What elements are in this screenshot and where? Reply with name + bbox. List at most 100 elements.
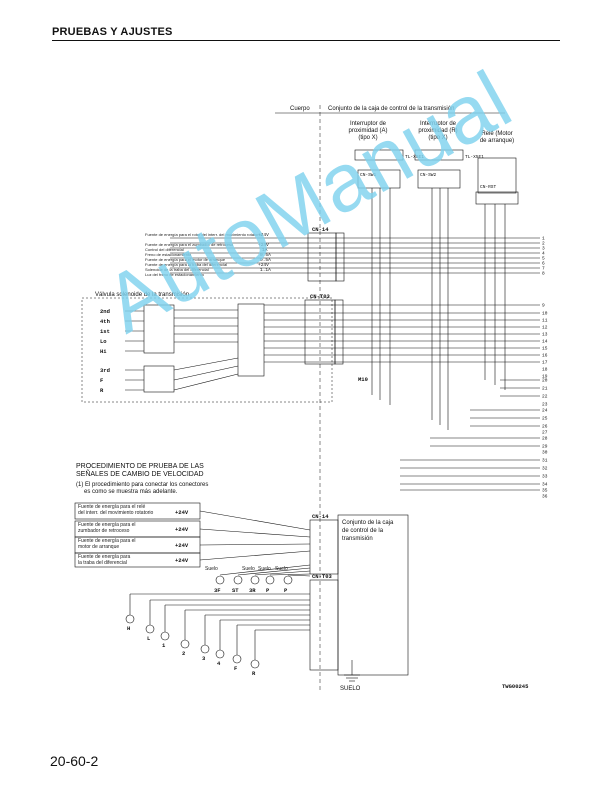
terminal-number: 17 (542, 360, 548, 366)
terminal-number: 25 (542, 416, 548, 422)
header-rule (52, 40, 560, 41)
cnt03-proc-label: CN-T03 (312, 573, 333, 580)
figure-code: TWG00245 (502, 683, 529, 690)
input-label-1: Fuente de energía para el zumbador de re… (145, 242, 234, 247)
procedure-note-2: es como se muestra más adelante. (84, 489, 178, 495)
terminal-number: 2 (542, 241, 545, 247)
terminal-number: 14 (542, 339, 548, 345)
m10-label: M10 (358, 376, 368, 383)
terminal-number: 4 (542, 251, 545, 257)
terminal-number: 1 (542, 236, 545, 242)
lamp-bottom-6: F (234, 665, 237, 672)
cnsw2-label: CN-SW2 (420, 172, 437, 178)
gear-lo: Lo (100, 338, 107, 345)
terminal-number: 9 (542, 303, 545, 309)
procedure-note-1: (1) El procedimiento para conectar los c… (76, 482, 208, 488)
input-label-4: Fuente de energía para el motor de arran… (145, 257, 226, 262)
cnsw1-label: CN-SW1 (360, 172, 377, 178)
input-volt-0: +24V (258, 232, 269, 238)
terminal-number: 32 (542, 466, 548, 472)
source-0-l1: Fuente de energía para el relé (78, 504, 145, 510)
page-number: 20-60-2 (50, 753, 99, 769)
input-label-2: Control del diferencial (145, 247, 184, 252)
cn14-proc-label: CN-14 (312, 513, 329, 520)
cnrst-label: CN-RST (480, 184, 497, 190)
procedure-title-2: SEÑALES DE CAMBIO DE VELOCIDAD (76, 469, 204, 478)
lamp-top-2: 3R (249, 587, 256, 594)
terminal-number: 5 (542, 256, 545, 262)
source-1-l2: zumbador de retroceso (78, 528, 130, 534)
valve-title: Válvula solenoide de la transmisión (95, 292, 189, 298)
source-2-l2: motor de arranque (78, 544, 119, 550)
source-2-volt: +24V (175, 542, 189, 549)
terminal-number: 18 (542, 367, 548, 373)
input-volt-1: +24V (258, 242, 269, 248)
switch-r-label-3: (tipo X) (428, 135, 447, 141)
control-box-1: Conjunto de la caja (342, 520, 394, 526)
terminal-number: 11 (542, 318, 548, 324)
source-3-l2: la traba del diferencial (78, 560, 127, 566)
input-label-6: Solenoide de la traba del diferencial (145, 267, 209, 272)
suelo-ground: SUELO (340, 686, 361, 692)
terminal-number: 29 (542, 444, 548, 450)
switch-a-label-2: proximidad (A) (348, 128, 387, 134)
terminal-number: 15 (542, 346, 548, 352)
input-label-3: Freno de estacionamiento (145, 252, 192, 257)
terminal-number: 21 (542, 386, 548, 392)
input-label-7: Luz del freno de estacionamiento (145, 272, 205, 277)
switch-a-part: TL-X5E1 (405, 154, 424, 160)
switch-a-label-1: Interruptor de (350, 121, 387, 127)
lamp-top-4: P (284, 587, 288, 594)
control-box-2: de control de la (342, 528, 384, 534)
terminal-number: 33 (542, 474, 548, 480)
switch-r-label-1: Interruptor de (420, 121, 457, 127)
input-volt-3: 0.5A (260, 252, 271, 258)
source-0-volt: +24V (175, 509, 189, 516)
suelo-2: Suelo (242, 566, 255, 572)
lamp-bottom-3: 2 (182, 650, 185, 657)
gear-hi: Hi (100, 348, 107, 355)
terminal-number: 3 (542, 246, 545, 252)
lamp-bottom-1: L (147, 635, 151, 642)
cn14-top-label: CN-14 (312, 226, 329, 233)
gear-3rd: 3rd (100, 367, 110, 374)
lamp-bottom-5: 4 (217, 660, 221, 667)
input-label-5: Fuente de energía para la traba del dife… (145, 262, 227, 267)
input-volt-5: +24V (258, 262, 269, 268)
terminal-numbers: 1234567891011121314151617181920212223242… (542, 236, 548, 500)
cnt03-top-label: CN-T03 (310, 293, 331, 300)
cuerpo-label: Cuerpo (290, 106, 310, 112)
lamp-top-0: 3F (214, 587, 221, 594)
lamp-top-1: ST (232, 587, 239, 594)
conjunto-label: Conjunto de la caja de control de la tra… (328, 106, 454, 112)
suelo-4: Suelo (275, 566, 288, 572)
gear-2nd: 2nd (100, 308, 110, 315)
input-volt-4: 0.5A (260, 257, 271, 263)
suelo-3: Suelo (258, 566, 271, 572)
gear-f: F (100, 377, 103, 384)
terminal-number: 26 (542, 424, 548, 430)
source-3-l1: Fuente de energía para (78, 554, 130, 560)
terminal-number: 30 (542, 450, 548, 456)
gear-1st: 1st (100, 328, 110, 335)
terminal-number: 27 (542, 430, 548, 436)
source-2-l1: Fuente de energía para el (78, 538, 136, 544)
suelo-1: Suelo (205, 566, 218, 572)
section-title: PRUEBAS Y AJUSTES (52, 26, 173, 38)
lamp-top-3: P (266, 587, 270, 594)
lamp-bottom-0: H (127, 625, 130, 632)
terminal-number: 22 (542, 394, 548, 400)
terminal-number: 8 (542, 271, 545, 277)
source-3-volt: +24V (175, 557, 189, 564)
terminal-number: 12 (542, 325, 548, 331)
terminal-number: 6 (542, 261, 545, 267)
gear-4th: 4th (100, 318, 110, 325)
procedure-title-1: PROCEDIMIENTO DE PRUEBA DE LAS (76, 463, 204, 470)
input-volt-2: 1A (262, 247, 268, 253)
terminal-number: 35 (542, 488, 548, 494)
terminal-number: 13 (542, 332, 548, 338)
terminal-number: 19 (542, 374, 548, 380)
relay-label-2: de arranque) (480, 138, 514, 144)
terminal-number: 34 (542, 482, 548, 488)
